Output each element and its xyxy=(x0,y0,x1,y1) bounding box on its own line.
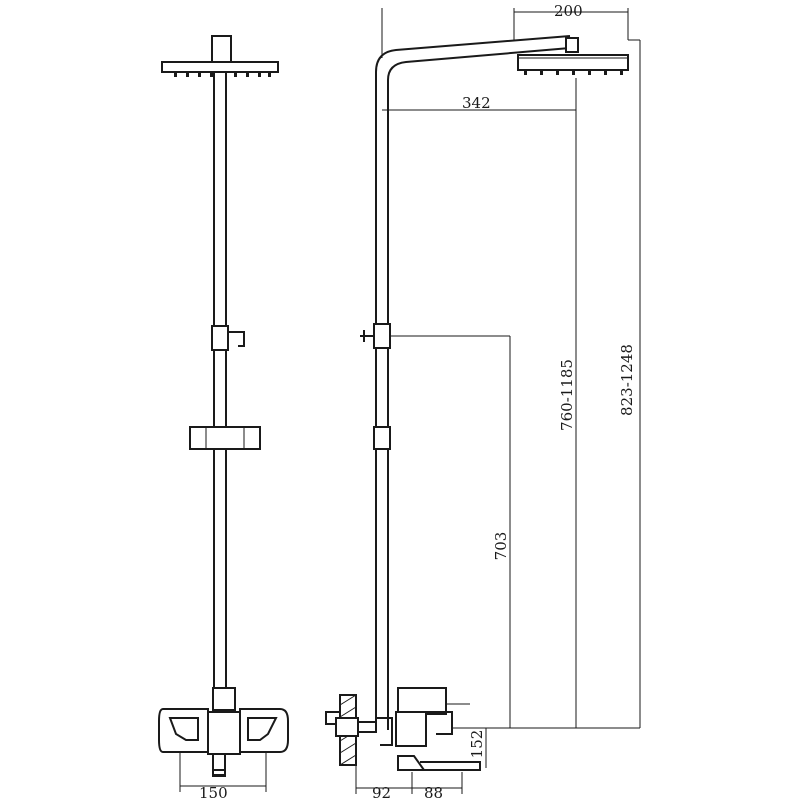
dimension-holder-height: 703 xyxy=(452,336,640,729)
side-sliding-bracket xyxy=(373,426,391,450)
dimension-mixer-width: 150 xyxy=(179,752,267,800)
dimension-head-height: 760-1185 xyxy=(558,110,577,728)
front-soap-dish xyxy=(189,426,261,450)
side-view: 200 342 xyxy=(325,2,641,800)
side-riser-and-arm xyxy=(375,35,571,730)
dim-label-wall-offset: 92 xyxy=(372,784,391,800)
side-shower-head xyxy=(517,37,629,75)
front-handheld-holder xyxy=(211,325,245,351)
side-mixer xyxy=(357,687,481,771)
front-view: 150 xyxy=(158,35,289,800)
dimension-spout-height: 152 xyxy=(468,728,487,768)
dimension-head-width: 200 xyxy=(513,2,629,40)
dim-label-holder-height: 703 xyxy=(492,532,510,561)
side-handheld-holder xyxy=(360,323,510,349)
dimension-overall-height: 823-1248 xyxy=(618,39,641,728)
wall-section xyxy=(325,694,359,766)
dim-label-head-width: 200 xyxy=(554,2,583,20)
front-mixer xyxy=(158,687,289,777)
dim-label-mixer-width: 150 xyxy=(199,784,228,800)
front-riser-pipe xyxy=(213,71,227,689)
dimension-arm-reach: 342 xyxy=(382,78,577,112)
dimension-bottom-offsets: 92 88 xyxy=(355,765,463,800)
dim-label-head-height: 760-1185 xyxy=(558,359,576,431)
dim-label-arm-reach: 342 xyxy=(462,94,491,112)
dim-label-spout-height: 152 xyxy=(468,730,486,759)
dim-label-overall-height: 823-1248 xyxy=(618,344,636,416)
front-shower-head xyxy=(161,35,279,77)
dim-label-spout-offset: 88 xyxy=(424,784,443,800)
